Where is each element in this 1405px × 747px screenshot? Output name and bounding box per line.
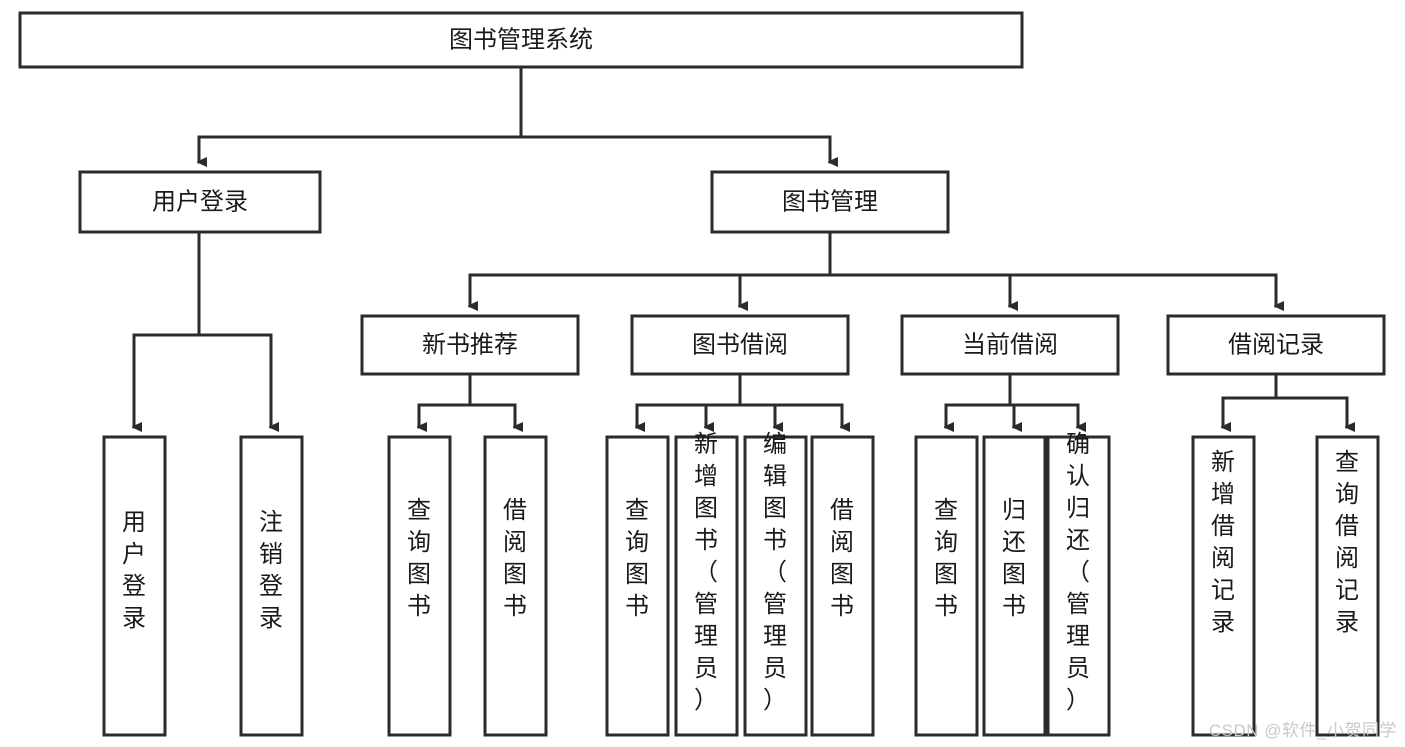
node-new-book-recommend-rect[interactable] bbox=[360, 314, 580, 376]
leaf-current-borrow-3-rect[interactable] bbox=[1046, 435, 1111, 737]
node-current-borrow-rect[interactable] bbox=[900, 314, 1120, 376]
leaf-user-login-2[interactable]: 注销登录 bbox=[239, 435, 304, 737]
leaf-book-borrow-3-rect[interactable] bbox=[743, 435, 808, 737]
node-book-borrow[interactable]: 图书借阅 bbox=[630, 314, 850, 376]
leaf-new-book-2-label: 借阅图书 bbox=[503, 497, 527, 620]
leaf-book-borrow-3[interactable]: 编辑图书（管理员） bbox=[743, 431, 808, 737]
node-book-management[interactable]: 图书管理 bbox=[710, 170, 950, 234]
leaf-user-login-1-label: 用户登录 bbox=[122, 509, 146, 632]
node-borrow-record-rect[interactable] bbox=[1166, 314, 1386, 376]
leaf-new-book-1[interactable]: 查询图书 bbox=[387, 435, 452, 737]
leaf-current-borrow-3[interactable]: 确认归还（管理员） bbox=[1046, 431, 1111, 737]
leaf-user-login-1[interactable]: 用户登录 bbox=[102, 435, 167, 737]
leaf-borrow-record-1-rect[interactable] bbox=[1191, 435, 1256, 737]
leaf-borrow-record-2[interactable]: 查询借阅记录 bbox=[1315, 435, 1380, 737]
leaf-book-borrow-2[interactable]: 新增图书（管理员） bbox=[674, 431, 739, 737]
node-borrow-record-label: 借阅记录 bbox=[1228, 331, 1324, 358]
node-book-borrow-rect[interactable] bbox=[630, 314, 850, 376]
leaf-borrow-record-1[interactable]: 新增借阅记录 bbox=[1191, 435, 1256, 737]
leaf-book-borrow-4[interactable]: 借阅图书 bbox=[810, 435, 875, 737]
node-book-borrow-label: 图书借阅 bbox=[692, 331, 788, 358]
leaf-book-borrow-1-label: 查询图书 bbox=[625, 497, 649, 620]
leaf-current-borrow-1-label: 查询图书 bbox=[934, 497, 958, 620]
node-user-login[interactable]: 用户登录 bbox=[78, 170, 322, 234]
node-current-borrow-label: 当前借阅 bbox=[962, 331, 1058, 358]
leaf-borrow-record-1-label: 新增借阅记录 bbox=[1211, 449, 1235, 636]
node-new-book-recommend-label: 新书推荐 bbox=[422, 331, 518, 358]
node-root[interactable]: 图书管理系统 bbox=[18, 11, 1024, 69]
node-book-management-rect[interactable] bbox=[710, 170, 950, 234]
leaf-user-login-2-label: 注销登录 bbox=[259, 509, 283, 632]
leaf-borrow-record-2-label: 查询借阅记录 bbox=[1335, 449, 1359, 636]
leaf-book-borrow-3-label: 编辑图书（管理员） bbox=[763, 431, 787, 714]
leaf-book-borrow-2-label: 新增图书（管理员） bbox=[694, 431, 718, 714]
node-borrow-record[interactable]: 借阅记录 bbox=[1166, 314, 1386, 376]
node-current-borrow[interactable]: 当前借阅 bbox=[900, 314, 1120, 376]
node-user-login-label: 用户登录 bbox=[152, 188, 248, 215]
leaf-book-borrow-2-rect[interactable] bbox=[674, 435, 739, 737]
node-new-book-recommend[interactable]: 新书推荐 bbox=[360, 314, 580, 376]
node-book-management-label: 图书管理 bbox=[782, 188, 878, 215]
leaf-current-borrow-2-rect[interactable] bbox=[982, 435, 1047, 737]
node-user-login-rect[interactable] bbox=[78, 170, 322, 234]
leaf-new-book-2[interactable]: 借阅图书 bbox=[483, 435, 548, 737]
leaf-new-book-1-label: 查询图书 bbox=[407, 497, 431, 620]
leaf-user-login-1-rect[interactable] bbox=[102, 435, 167, 737]
leaf-book-borrow-4-rect[interactable] bbox=[810, 435, 875, 737]
leaf-new-book-1-rect[interactable] bbox=[387, 435, 452, 737]
leaf-current-borrow-2[interactable]: 归还图书 bbox=[982, 435, 1047, 737]
leaf-user-login-2-rect[interactable] bbox=[239, 435, 304, 737]
leaf-new-book-2-rect[interactable] bbox=[483, 435, 548, 737]
connector-group bbox=[134, 65, 1347, 427]
leaf-current-borrow-1[interactable]: 查询图书 bbox=[914, 435, 979, 737]
leaf-book-borrow-1[interactable]: 查询图书 bbox=[605, 435, 670, 737]
node-root-label: 图书管理系统 bbox=[449, 26, 593, 53]
leaf-borrow-record-2-rect[interactable] bbox=[1315, 435, 1380, 737]
leaf-book-borrow-1-rect[interactable] bbox=[605, 435, 670, 737]
leaf-current-borrow-3-label: 确认归还（管理员） bbox=[1066, 431, 1090, 714]
leaf-book-borrow-4-label: 借阅图书 bbox=[830, 497, 854, 620]
leaf-current-borrow-2-label: 归还图书 bbox=[1002, 497, 1026, 620]
node-root-rect[interactable] bbox=[18, 11, 1024, 69]
leaf-current-borrow-1-rect[interactable] bbox=[914, 435, 979, 737]
